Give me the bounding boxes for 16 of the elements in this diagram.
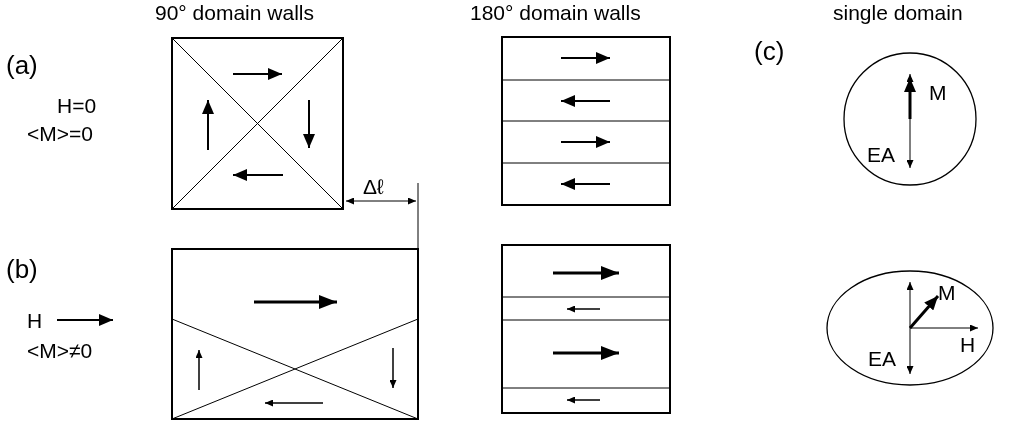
panel-label: (a) [6, 52, 38, 78]
vector-label: M [929, 82, 947, 103]
panel-label: (b) [6, 256, 38, 282]
condition-label: <M>=0 [27, 123, 93, 144]
vector-label: EA [867, 144, 895, 165]
vector-label: M [938, 282, 956, 303]
dimension-label: Δℓ [363, 176, 384, 197]
column-heading: 90° domain walls [155, 2, 314, 23]
condition-label: H=0 [57, 95, 97, 116]
vector-label: H [960, 334, 976, 355]
vector-label: EA [868, 348, 896, 369]
condition-label: <M>≠0 [27, 340, 93, 361]
column-heading: 180° domain walls [470, 2, 641, 23]
panel-label: (c) [754, 38, 785, 64]
column-heading: single domain [833, 2, 963, 23]
condition-label: H [27, 310, 43, 331]
